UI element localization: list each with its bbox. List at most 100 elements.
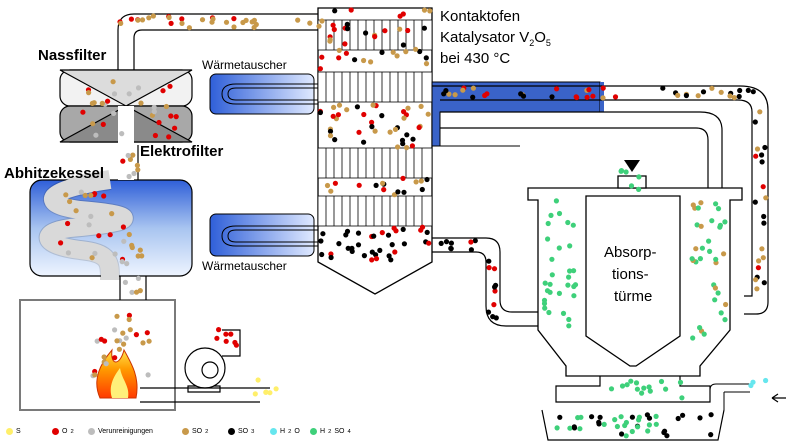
molecule-dot — [253, 21, 259, 28]
molecule-dot — [636, 414, 643, 420]
molecule-dot — [486, 258, 492, 264]
molecule-dot — [756, 258, 762, 264]
molecule-dot — [120, 158, 126, 164]
molecule-dot — [452, 92, 458, 98]
molecule-dot — [138, 100, 144, 106]
molecule-dot — [255, 377, 261, 383]
molecule-dot — [151, 109, 157, 115]
molecule-dot — [708, 412, 714, 418]
legend-dot — [6, 428, 13, 435]
molecule-dot — [369, 124, 375, 130]
molecule-dot — [361, 57, 367, 64]
molecule-dot — [78, 189, 84, 195]
pipe-loop-inner — [440, 99, 753, 297]
molecule-dot — [567, 425, 573, 431]
molecule-dot — [336, 102, 343, 108]
molecule-dot — [319, 18, 325, 24]
molecule-dot — [641, 385, 647, 391]
molecule-dot — [646, 422, 653, 428]
molecule-dot — [327, 128, 334, 134]
molecule-dot — [722, 317, 728, 323]
molecule-dot — [484, 91, 490, 97]
molecule-dot — [151, 104, 157, 110]
molecule-dot — [111, 110, 117, 116]
molecule-dot — [119, 259, 125, 265]
molecule-dot — [397, 26, 403, 32]
molecule-dot — [73, 208, 79, 214]
legend-tail: O — [294, 428, 300, 435]
molecule-dot — [107, 232, 113, 238]
molecule-dot — [199, 17, 206, 23]
molecule-dot — [418, 103, 424, 109]
legend-sub: 2 — [328, 428, 332, 435]
molecule-dot — [574, 94, 580, 101]
molecule-dot — [438, 240, 444, 246]
pipe-to-contact — [117, 13, 318, 70]
molecule-dot — [386, 253, 392, 259]
molecule-dot — [327, 37, 333, 43]
legend-dot — [182, 428, 189, 435]
molecule-dot — [319, 251, 325, 258]
molecule-dot — [419, 186, 425, 193]
legend-sub: 2 — [205, 428, 209, 435]
molecule-dot — [717, 222, 724, 228]
molecule-dot — [545, 236, 551, 242]
molecule-dot — [216, 327, 222, 333]
molecule-dot — [423, 55, 429, 61]
legend-dot — [88, 428, 95, 435]
molecule-dot — [754, 286, 760, 292]
molecule-dot — [544, 288, 551, 294]
catalyst-prefix: Katalysator V — [440, 29, 530, 46]
molecule-dot — [112, 327, 118, 333]
molecule-dot — [690, 335, 696, 341]
molecule-dot — [629, 428, 635, 435]
molecule-dot — [571, 425, 578, 431]
molecule-dot — [712, 297, 718, 303]
molecule-dot — [372, 128, 378, 134]
molecule-dot — [737, 87, 743, 94]
molecule-dot — [400, 226, 406, 232]
molecule-dot — [348, 7, 354, 13]
molecule-dot — [252, 391, 258, 397]
molecule-dot — [94, 338, 100, 344]
inlet-arrow — [624, 160, 640, 172]
catalyst-mid: O — [534, 29, 546, 46]
molecule-dot — [331, 104, 337, 110]
molecule-dot — [80, 109, 86, 115]
molecule-dot — [114, 338, 120, 344]
molecule-dot — [173, 114, 179, 120]
exchanger-right — [431, 81, 601, 147]
molecule-dot — [647, 388, 653, 394]
molecule-dot — [416, 124, 422, 131]
molecule-dot — [342, 41, 348, 47]
molecule-dot — [448, 240, 454, 246]
molecule-dot — [109, 211, 115, 217]
molecule-dot — [377, 247, 383, 253]
molecule-dot — [547, 281, 553, 287]
molecule-dot — [129, 289, 135, 295]
molecule-dot — [612, 94, 619, 100]
molecule-dot — [368, 59, 374, 65]
molecule-dot — [661, 429, 667, 436]
molecule-dot — [612, 417, 618, 423]
molecule-dot — [316, 23, 322, 29]
molecule-dot — [119, 131, 125, 137]
molecule-dot — [759, 159, 765, 165]
molecule-dot — [492, 284, 498, 290]
molecule-dot — [114, 313, 120, 319]
waermetauscher-top — [209, 73, 315, 115]
label-kontaktofen-3: bei 430 °C — [440, 50, 511, 67]
molecule-dot — [628, 183, 635, 189]
molecule-dot — [58, 240, 64, 246]
molecule-dot — [623, 169, 629, 175]
molecule-dot — [145, 372, 151, 378]
molecule-dot — [571, 268, 577, 274]
molecule-dot — [486, 265, 492, 271]
molecule-dot — [111, 91, 118, 97]
molecule-dot — [168, 113, 174, 119]
molecule-dot — [441, 91, 447, 97]
molecule-dot — [381, 187, 387, 193]
